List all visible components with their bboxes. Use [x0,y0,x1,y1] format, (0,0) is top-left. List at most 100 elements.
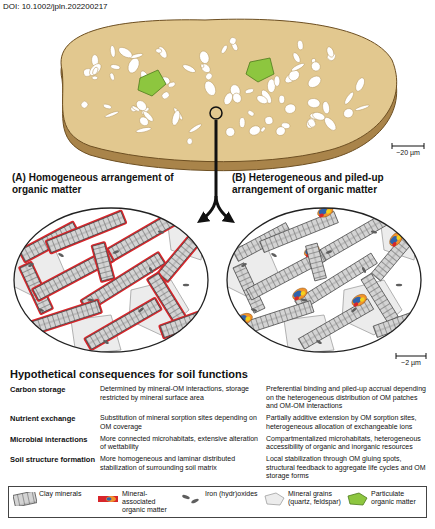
legend-item: Clay minerals [13,490,94,506]
pore [126,56,142,75]
clay-stack [90,241,115,283]
om-patch [391,241,397,247]
legend-text: Clay minerals [39,490,94,498]
pore [307,98,321,109]
table-cell: Preferential binding and piled-up accrua… [266,385,430,411]
legend-text: Iron (hydr)oxides [205,490,260,498]
legend-item: Mineral-associated organic matter [96,490,177,514]
scale-bar [392,143,424,149]
pore [247,109,256,117]
om-patch [238,320,244,325]
pore [200,64,204,69]
legend-item: Mineral grains (quartz, feldspar) [262,490,343,506]
pore [239,117,245,127]
pore [104,110,119,118]
circle-outline [14,208,208,352]
iron-oxide [396,284,402,287]
view-heading: (B) Heterogeneous and piled-up arrangeme… [232,172,423,196]
pore [202,79,218,97]
clay-stack [23,298,104,337]
legend-swatch [179,492,203,506]
om-patch [387,230,405,249]
pore [255,94,269,106]
om-patch [350,292,369,309]
legend-item: Particulate organic matter [345,490,426,506]
mineral-associated-om [83,296,163,351]
pore [220,44,228,54]
row-label: Microbial interactions [10,435,98,444]
om-patch [300,290,306,296]
pore [342,107,355,120]
mineral-associated-om [158,310,204,340]
om-patch [325,209,331,215]
row-label: Nutrient exchange [10,414,98,423]
iron-oxide [58,252,65,257]
pore [167,81,176,88]
pore [117,45,134,60]
iron-oxide [371,230,378,234]
scale-label: ~2 µm [388,359,434,367]
pore [142,110,155,123]
legend-swatch [262,492,286,506]
pore [103,103,112,109]
mineral-associated-om [23,298,104,337]
pore [222,91,234,106]
row-label: Carbon storage [10,385,98,394]
table-cell: Local stabilization through OM gluing sp… [266,455,430,481]
legend-swatch [13,492,37,506]
om-patch [353,302,359,308]
swatch-shape [106,496,116,502]
pore [322,115,338,132]
zoom-arrow [200,120,216,221]
table-cell: Partially additive extension by OM sorpt… [266,414,430,431]
mineral-associated-om [90,241,115,283]
pore [87,62,103,78]
om-patch [316,204,335,219]
om-patch [294,295,300,301]
iron-oxide [251,308,258,313]
pore [131,105,141,112]
row-label: Soil structure formation [10,455,98,464]
pore [187,138,193,144]
pore [274,76,280,87]
legend-item: Iron (hydr)oxides [179,490,260,506]
legend-box: Clay mineralsMineral-associated organic … [8,486,427,518]
swatch-shape [13,492,37,506]
table-cell: More connected microhabitats, extensive … [100,435,260,452]
pore [244,88,254,95]
pore [204,72,213,81]
iron-oxide [103,339,110,344]
swatch-shape [191,498,200,504]
pore [325,46,335,58]
iron-oxide [88,298,95,302]
particulate-organic-matter [138,70,166,96]
circle-outline [227,208,421,352]
pore [231,92,243,105]
pore [182,63,197,74]
om-patch [245,316,251,321]
iron-oxide [113,250,120,255]
clay-stack [294,292,373,349]
om-patch [359,297,365,303]
scale-label: ~20 µm [386,149,430,157]
pore [264,116,274,126]
clay-stack [257,204,339,253]
iron-oxide [301,298,308,302]
clay-mineral [306,243,327,281]
legend-swatch [96,492,120,506]
pore [171,110,182,127]
iron-oxide [28,262,35,267]
view-heading: (A) Homogeneous arrangement of organic m… [12,172,202,196]
iron-oxide [326,250,333,255]
clay-mineral [238,301,314,336]
scale-bar [396,353,426,359]
clay-stack [306,243,327,281]
aggregate-top [61,19,397,161]
pore [199,62,212,74]
pore [109,72,115,81]
microstructure-illustration [12,172,210,354]
om-patch [290,285,309,302]
pore [355,104,370,112]
pore [292,51,302,63]
pore [155,48,162,54]
